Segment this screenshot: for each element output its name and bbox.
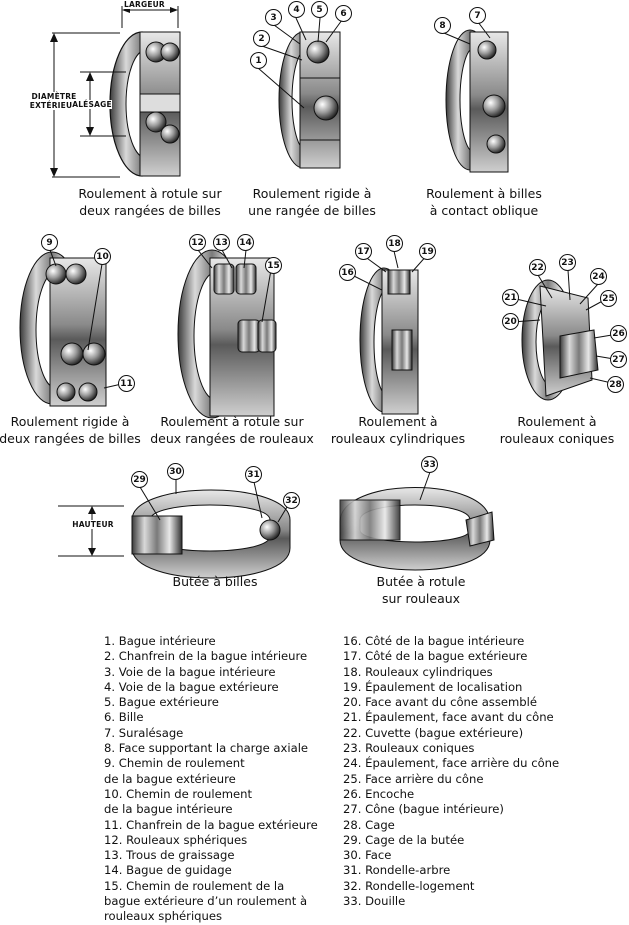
- legend-item: 12. Rouleaux sphériques: [104, 832, 248, 847]
- callout-20: 20: [502, 313, 519, 330]
- legend-left: 1. Bague intérieure 2. Chanfrein de la b…: [104, 634, 344, 925]
- dim-label-bore: ALÉSAGE: [72, 100, 112, 109]
- caption-figure-4: Roulement rigide à deux rangées de bille…: [0, 414, 141, 446]
- caption-figure-2: Roulement rigide à une rangée de billes: [248, 186, 376, 218]
- callout-8: 8: [434, 17, 451, 34]
- callout-12: 12: [189, 234, 206, 251]
- caption-figure-7: Roulement à rouleaux coniques: [499, 414, 615, 446]
- legend-item: 14. Bague de guidage: [104, 863, 232, 878]
- legend-item: 5. Bague extérieure: [104, 695, 219, 710]
- callout-1: 1: [250, 52, 267, 69]
- callout-23: 23: [559, 254, 576, 271]
- legend-item: 6. Bille: [104, 710, 144, 725]
- legend-item: 7. Suralésage: [104, 725, 184, 740]
- callout-5: 5: [311, 1, 328, 18]
- callout-25: 25: [600, 290, 617, 307]
- callout-3: 3: [265, 9, 282, 26]
- figure-5-drawing: [177, 249, 277, 419]
- legend-item: 29. Cage de la butée: [343, 832, 465, 847]
- callout-32: 32: [283, 492, 300, 509]
- legend-item: 16. Côté de la bague intérieure: [343, 634, 525, 648]
- caption-figure-9: Butée à rotule sur rouleaux: [376, 574, 466, 606]
- legend-item: 15. Chemin de roulement de la bague exté…: [104, 878, 308, 924]
- callout-17: 17: [355, 243, 372, 260]
- legend-item: 10. Chemin de roulement de la bague inté…: [104, 786, 253, 817]
- legend-item: 23. Rouleaux coniques: [343, 741, 475, 756]
- callout-27: 27: [610, 351, 627, 368]
- callout-13: 13: [213, 234, 230, 251]
- callout-29: 29: [131, 471, 148, 488]
- legend-item: 18. Rouleaux cylindriques: [343, 664, 493, 679]
- figure-3-drawing: [445, 29, 509, 173]
- callout-26: 26: [610, 325, 627, 342]
- callout-15: 15: [265, 257, 282, 274]
- callout-2: 2: [253, 30, 270, 47]
- callout-14: 14: [237, 234, 254, 251]
- legend-item: 8. Face supportant la charge axiale: [104, 741, 309, 756]
- legend-item: 24. Épaulement, face arrière du cône: [343, 756, 560, 771]
- legend-item: 4. Voie de la bague extérieure: [104, 679, 279, 694]
- callout-9: 9: [41, 234, 58, 251]
- legend-right: 16. Côté de la bague intérieure 17. Côté…: [343, 634, 627, 909]
- callout-28: 28: [607, 376, 624, 393]
- legend-item: 17. Côté de la bague extérieure: [343, 649, 528, 664]
- callout-31: 31: [245, 466, 262, 483]
- legend-item: 27. Cône (bague intérieure): [343, 802, 504, 817]
- caption-figure-6: Roulement à rouleaux cylindriques: [330, 414, 466, 446]
- figure-9-drawing: [339, 487, 495, 571]
- legend-item: 21. Épaulement, face avant du cône: [343, 710, 554, 725]
- callout-7: 7: [469, 7, 486, 24]
- caption-figure-8: Butée à billes: [172, 574, 258, 589]
- legend-item: 2. Chanfrein de la bague intérieure: [104, 649, 308, 664]
- callout-33: 33: [421, 456, 438, 473]
- dim-label-height: HAUTEUR: [72, 520, 114, 529]
- callout-4: 4: [288, 1, 305, 18]
- legend-item: 30. Face: [343, 848, 392, 863]
- legend-item: 28. Cage: [343, 817, 395, 832]
- legend-item: 31. Rondelle-arbre: [343, 863, 451, 878]
- legend-item: 3. Voie de la bague intérieure: [104, 664, 276, 679]
- callout-19: 19: [419, 243, 436, 260]
- legend-item: 32. Rondelle-logement: [343, 878, 475, 893]
- callout-16: 16: [339, 264, 356, 281]
- caption-figure-3: Roulement à billes à contact oblique: [426, 186, 542, 218]
- callout-18: 18: [386, 235, 403, 252]
- callout-22: 22: [529, 259, 546, 276]
- legend-item: 11. Chanfrein de la bague extérieure: [104, 817, 318, 832]
- legend-item: 26. Encoche: [343, 786, 415, 801]
- figure-4-drawing: [19, 251, 107, 407]
- callout-11: 11: [118, 375, 135, 392]
- figure-8-drawing: [58, 489, 291, 579]
- figure-7-drawing: [521, 279, 599, 401]
- callout-21: 21: [502, 289, 519, 306]
- legend-item: 19. Épaulement de localisation: [343, 679, 523, 694]
- dim-label-outer-diameter: DIAMÈTRE EXTÉRIEUR: [26, 92, 82, 110]
- legend-item: 13. Trous de graissage: [104, 848, 235, 863]
- legend-item: 33. Douille: [343, 894, 406, 909]
- figure-2-drawing: [278, 31, 341, 169]
- legend-item: 22. Cuvette (bague extérieure): [343, 725, 524, 740]
- caption-figure-1: Roulement à rotule sur deux rangées de b…: [78, 186, 222, 218]
- legend-item: 9. Chemin de roulement de la bague extér…: [104, 756, 245, 786]
- callout-6: 6: [335, 5, 352, 22]
- legend-item: 20. Face avant du cône assemblé: [343, 695, 538, 710]
- callout-30: 30: [167, 463, 184, 480]
- figure-6-drawing: [359, 267, 419, 415]
- figure-1-drawing: [50, 6, 181, 178]
- callout-10: 10: [94, 248, 111, 265]
- callout-24: 24: [590, 268, 607, 285]
- legend-item: 1. Bague intérieure: [104, 634, 216, 648]
- legend-item: 25. Face arrière du cône: [343, 771, 484, 786]
- caption-figure-5: Roulement à rotule sur deux rangées de r…: [150, 414, 314, 446]
- dim-label-width: LARGEUR: [124, 0, 165, 9]
